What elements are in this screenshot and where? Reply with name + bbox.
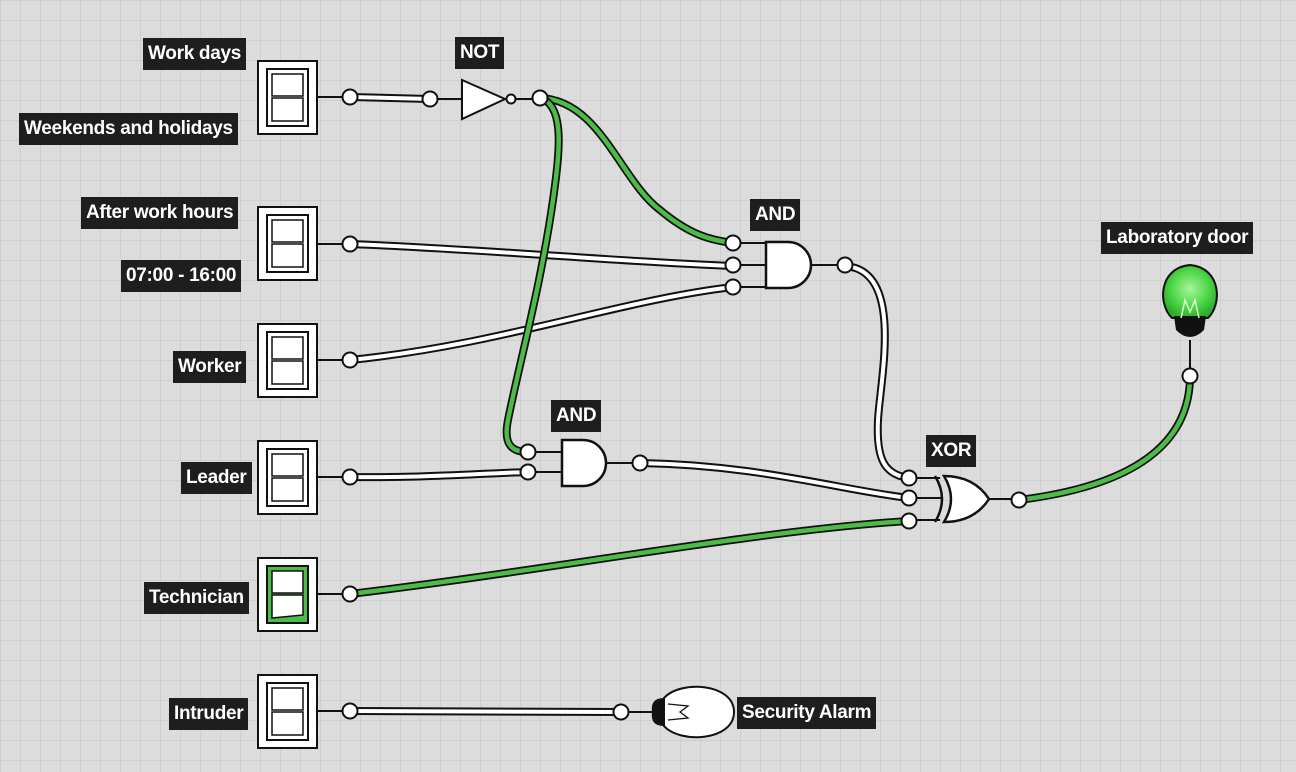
node-and-top-out: [836, 256, 854, 274]
switch-worker[interactable]: [257, 323, 343, 398]
node-and-top-in1: [724, 234, 742, 252]
xor-gate[interactable]: [916, 474, 1012, 524]
switch-after-hours[interactable]: [257, 206, 343, 281]
and-gate-top-label: AND: [750, 199, 801, 231]
node-xor-in1: [900, 469, 918, 487]
and-gate-bottom[interactable]: [535, 438, 633, 488]
xor-gate-label: XOR: [926, 435, 977, 467]
node-lab-door-in: [1181, 367, 1199, 385]
technician-label: Technician: [144, 582, 249, 614]
not-gate-label: NOT: [455, 37, 505, 69]
connector-nodes[interactable]: [341, 88, 1199, 721]
node-and-bottom-in2: [519, 463, 537, 481]
node-workdays-out: [341, 88, 359, 106]
after-work-hours-label: After work hours: [81, 197, 239, 229]
wires: [346, 93, 1194, 716]
work-hours-range-label: 07:00 - 16:00: [121, 260, 242, 292]
laboratory-door-label: Laboratory door: [1101, 222, 1254, 254]
node-not-in: [421, 90, 439, 108]
node-not-out: [531, 89, 549, 107]
node-technician-out: [341, 585, 359, 603]
node-intruder-out: [341, 702, 359, 720]
weekends-holidays-label: Weekends and holidays: [19, 113, 238, 145]
switch-intruder[interactable]: [257, 674, 343, 749]
not-gate[interactable]: [437, 78, 533, 121]
node-and-top-in3: [724, 278, 742, 296]
node-xor-out: [1010, 491, 1028, 509]
switch-technician[interactable]: [257, 557, 343, 632]
security-alarm-label: Security Alarm: [737, 697, 877, 729]
security-alarm-bulb-icon: [628, 685, 736, 739]
node-and-top-in2: [724, 256, 742, 274]
node-and-bottom-out: [631, 454, 649, 472]
wire-not-to-and-top[interactable]: [536, 94, 737, 247]
switch-leader[interactable]: [257, 440, 343, 515]
leader-label: Leader: [181, 462, 252, 494]
intruder-label: Intruder: [169, 698, 249, 730]
node-afterhours-out: [341, 235, 359, 253]
lab-door-bulb-icon: [1162, 263, 1218, 369]
node-and-bottom-in1: [519, 443, 537, 461]
switch-work-days[interactable]: [257, 60, 343, 135]
work-days-label: Work days: [143, 38, 247, 70]
and-gate-top[interactable]: [740, 240, 838, 290]
node-alarm-in: [612, 703, 630, 721]
and-gate-bottom-label: AND: [551, 400, 602, 432]
node-xor-in3: [900, 512, 918, 530]
node-worker-out: [341, 351, 359, 369]
worker-label: Worker: [173, 351, 247, 383]
node-xor-in2: [900, 489, 918, 507]
node-leader-out: [341, 468, 359, 486]
